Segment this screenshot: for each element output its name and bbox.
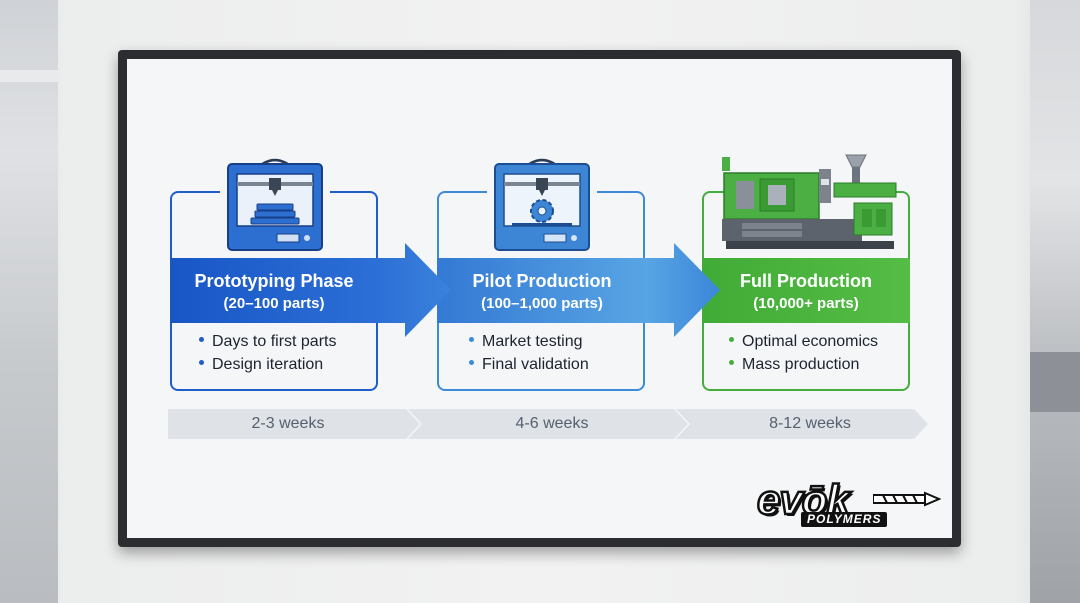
arrow-right-icon	[377, 243, 451, 337]
background-wall-left	[0, 0, 58, 603]
phase-quantity: (10,000+ parts)	[753, 295, 859, 312]
phase-title: Prototyping Phase	[194, 271, 354, 291]
timeline-bar	[168, 409, 928, 439]
injection-molding-machine-icon	[722, 154, 897, 249]
background-wall-right	[1030, 0, 1080, 603]
list-item: Market testing	[469, 333, 589, 351]
3d-printer-gear-icon	[494, 158, 590, 251]
list-item: Final validation	[469, 356, 589, 374]
evok-polymers-logo: evōk POLYMERS	[755, 475, 945, 531]
phase-title-band-pilot: Pilot Production (100–1,000 parts)	[437, 258, 647, 323]
list-item: Mass production	[729, 356, 878, 374]
list-item: Optimal economics	[729, 333, 878, 351]
duration-pilot: 4-6 weeks	[515, 415, 589, 432]
list-item: Days to first parts	[199, 333, 336, 351]
phase-quantity: (20–100 parts)	[223, 295, 325, 312]
3d-printer-icon	[227, 158, 323, 251]
phase-quantity: (100–1,000 parts)	[481, 295, 603, 312]
list-item: Design iteration	[199, 356, 336, 374]
phase-title-band-full: Full Production (10,000+ parts)	[702, 258, 910, 323]
slide-screen: Prototyping Phase (20–100 parts) Pilot P…	[127, 59, 952, 538]
phase-bullets-pilot: Market testing Final validation	[469, 333, 589, 379]
phase-title: Full Production	[740, 271, 872, 291]
duration-full: 8-12 weeks	[769, 415, 851, 432]
logo-subtitle: POLYMERS	[801, 512, 888, 527]
display-monitor: Prototyping Phase (20–100 parts) Pilot P…	[118, 50, 961, 547]
arrow-right-icon	[646, 243, 720, 337]
drill-bit-icon	[873, 491, 941, 507]
phase-bullets-full: Optimal economics Mass production	[729, 333, 878, 379]
phase-title: Pilot Production	[472, 271, 612, 291]
phase-title-band-prototyping: Prototyping Phase (20–100 parts)	[170, 258, 378, 323]
phase-bullets-prototyping: Days to first parts Design iteration	[199, 333, 336, 379]
duration-prototyping: 2-3 weeks	[251, 415, 325, 432]
